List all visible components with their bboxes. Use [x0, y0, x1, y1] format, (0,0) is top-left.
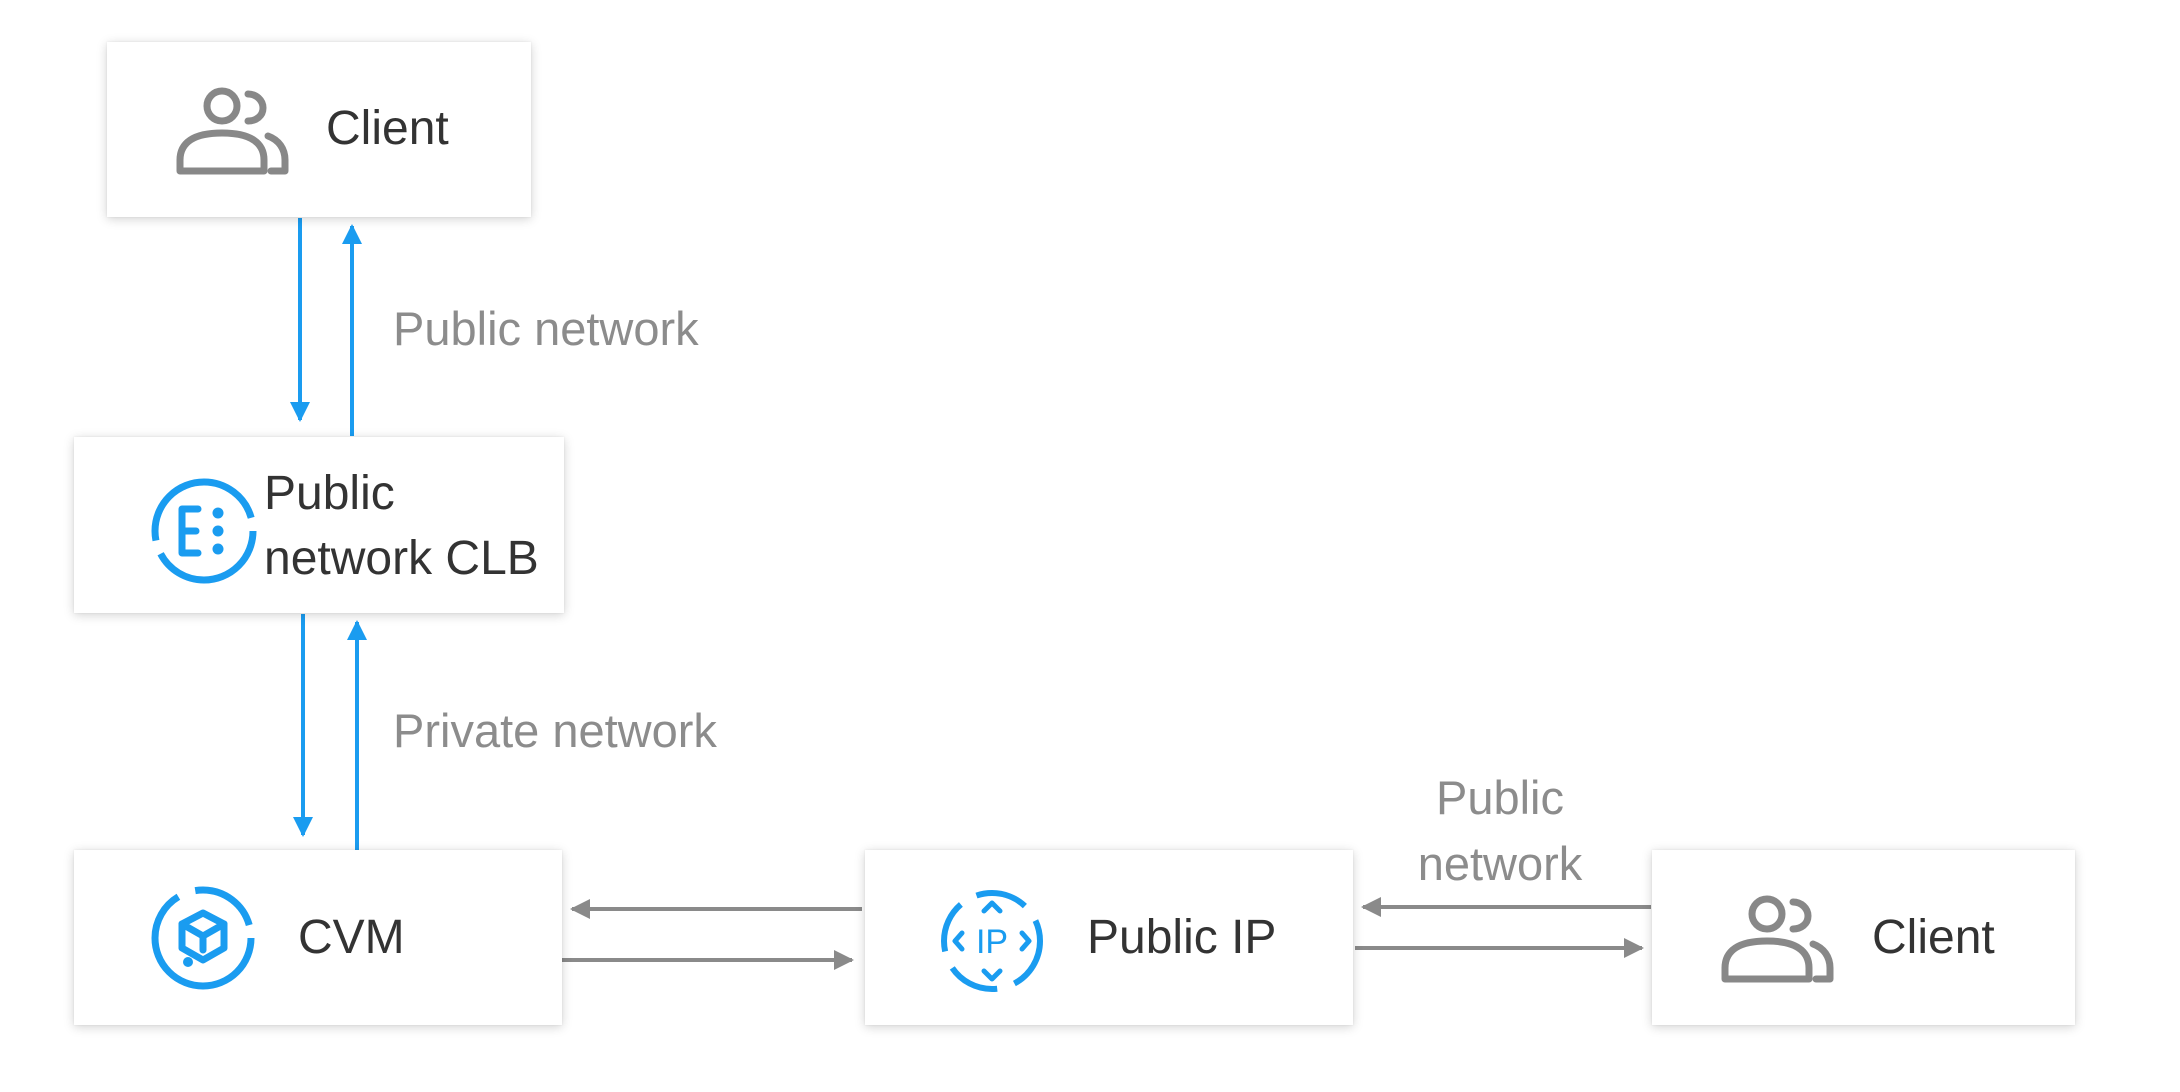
users-icon	[176, 87, 289, 175]
public-clb-node[interactable]: Public network CLB	[74, 437, 564, 613]
client-node-top[interactable]: Client	[107, 42, 531, 217]
cvm-label: CVM	[298, 911, 405, 964]
edge-label-client-clb: Public network	[393, 302, 699, 355]
edge-label-ip-client-line1: Public	[1435, 771, 1564, 824]
public-ip-label: Public IP	[1087, 911, 1277, 964]
public-clb-label: Public network CLB	[264, 462, 539, 592]
edge-label-clb-cvm: Private network	[393, 704, 717, 757]
ip-icon: IP	[941, 890, 1043, 992]
svg-text:IP: IP	[976, 923, 1008, 961]
public-clb-label-line1: Public	[264, 467, 395, 520]
users-icon	[1721, 895, 1834, 983]
edge-label-ip-client-line2: network	[1417, 836, 1583, 890]
public-ip-node[interactable]: IP Public IP	[865, 850, 1353, 1025]
load-balancer-icon	[151, 478, 257, 584]
client-node-right[interactable]: Client	[1652, 850, 2075, 1025]
client-label-right: Client	[1872, 911, 1995, 964]
client-label-top: Client	[326, 102, 449, 155]
public-clb-label-line2: network CLB	[264, 531, 539, 585]
cloud-server-icon	[151, 886, 255, 990]
cvm-node[interactable]: CVM	[74, 850, 562, 1025]
edge-label-ip-client: Public network	[1405, 765, 1595, 897]
